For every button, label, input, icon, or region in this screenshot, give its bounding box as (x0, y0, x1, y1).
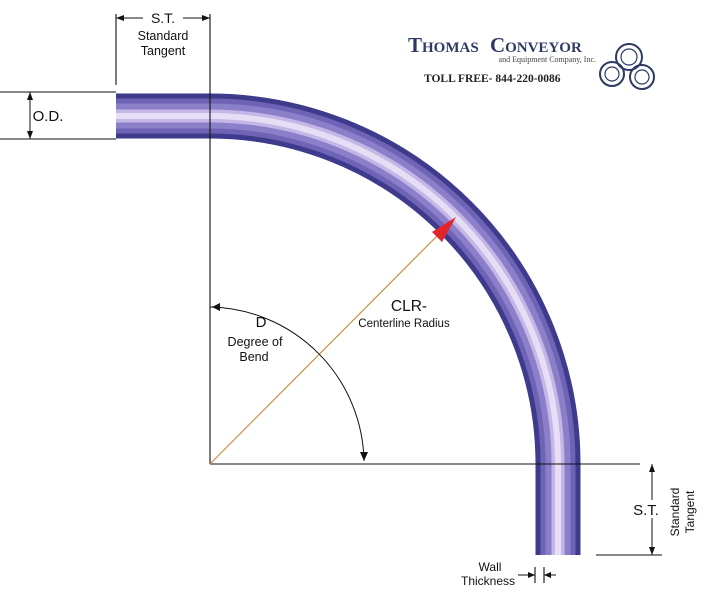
st-top-dimension: S.T. Standard Tangent (116, 10, 210, 58)
logo-rings-icon (599, 43, 655, 90)
st-top-label-bg (143, 10, 183, 26)
tube-wall-shade (116, 98, 576, 555)
radius-arrowhead (432, 217, 456, 242)
st-right-arrow-bottom (649, 547, 655, 555)
st-right-label-bg (626, 500, 666, 518)
logo-ring-top-inner (620, 48, 638, 66)
centerline-radius: CLR- Centerline Radius (209, 217, 456, 465)
logo-name-first: Thomas (408, 33, 479, 57)
wall-thickness-dimension: Wall Thickness (461, 560, 556, 588)
st-top-sublabel-2: Tangent (141, 44, 186, 58)
wall-label-line1: Wall (479, 560, 502, 574)
st-right-label: S.T. (633, 502, 659, 519)
od-arrow-bottom (27, 131, 33, 139)
logo-name: Thomas Conveyor (408, 33, 582, 57)
st-top-arrow-left (116, 15, 124, 21)
logo-ring-left (599, 61, 625, 87)
od-arrow-top (27, 92, 33, 100)
tube-outer-wall (116, 93, 581, 555)
logo-ring-top (615, 43, 643, 71)
od-label: O.D. (33, 108, 64, 125)
tube-inner-layer (116, 109, 565, 555)
degree-of-bend: D Degree of Bend (209, 303, 368, 462)
bent-tube (116, 93, 581, 555)
degree-arrow-start (212, 303, 220, 311)
logo-ring-right (629, 64, 655, 90)
st-right-arrow-top (649, 464, 655, 472)
tube-mid-layer (116, 103, 571, 555)
wall-arrow-right (544, 572, 551, 578)
degree-d-label: D (256, 314, 267, 331)
logo-name-second: Conveyor (490, 33, 582, 57)
degree-arrow-end (360, 452, 368, 461)
st-top-sublabel-1: Standard (138, 29, 189, 43)
clr-label: CLR- (391, 298, 427, 315)
wall-arrow-left (528, 572, 535, 578)
tube-highlight (116, 113, 561, 555)
degree-arc (209, 306, 365, 462)
st-right-dimension: S.T. Standard Tangent (626, 464, 697, 555)
od-dimension: O.D. (27, 92, 63, 139)
logo-ring-right-inner (634, 69, 650, 85)
logo-ring-left-inner (604, 66, 620, 82)
st-right-sublabel-1: Standard (668, 488, 682, 537)
clr-sublabel: Centerline Radius (358, 318, 450, 330)
construction-lines (0, 14, 662, 583)
logo-subtitle: and Equipment Company, Inc. (499, 55, 596, 64)
st-right-sublabel-2: Tangent (683, 490, 697, 533)
wall-label-line2: Thickness (461, 574, 515, 588)
company-logo: Thomas Conveyor and Equipment Company, I… (408, 33, 655, 90)
degree-label-line1: Degree of (228, 335, 283, 349)
radius-line (209, 227, 446, 465)
st-top-arrow-right (202, 15, 210, 21)
degree-label-line2: Bend (239, 350, 268, 364)
st-top-label: S.T. (151, 10, 175, 26)
logo-phone: TOLL FREE- 844-220-0086 (424, 73, 561, 85)
